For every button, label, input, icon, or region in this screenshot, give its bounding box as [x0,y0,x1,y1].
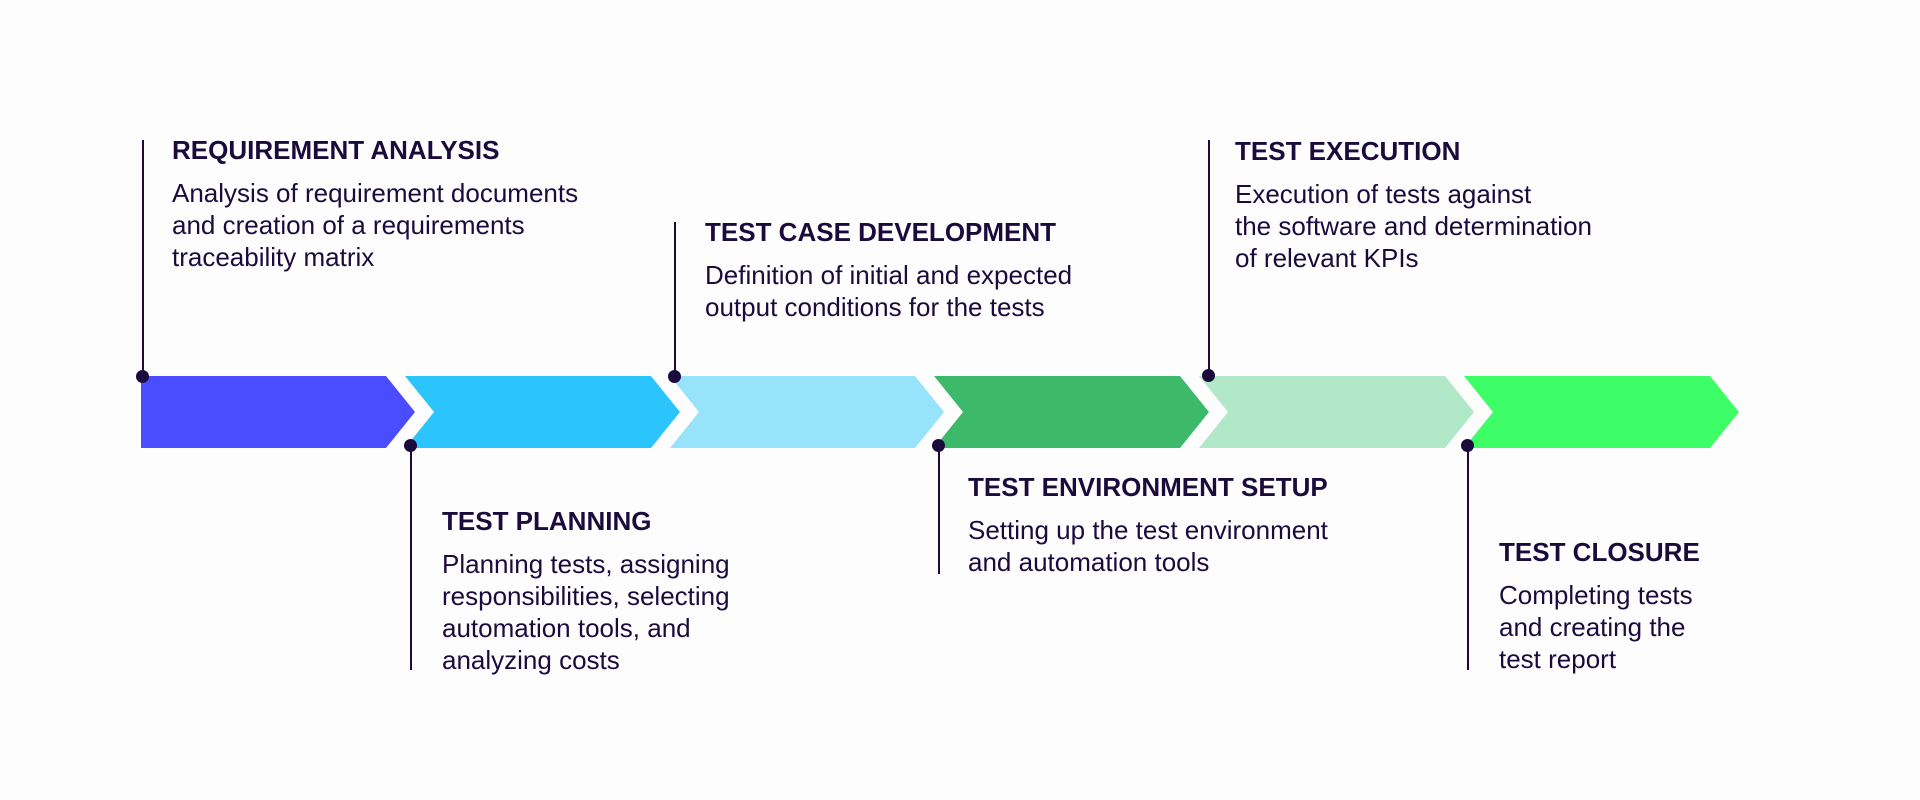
stage-1-desc-line: Analysis of requirement documents [172,178,579,208]
stage-5-text: TEST EXECUTION Execution of tests agains… [1235,135,1592,274]
stage-6-text: TEST CLOSURE Completing tests and creati… [1499,536,1700,675]
stage-3-text: TEST CASE DEVELOPMENT Definition of init… [705,216,1072,323]
stage-3-desc-line: Definition of initial and expected [705,260,1073,290]
stage-2-title: TEST PLANNING [442,506,652,536]
stage-2-text: TEST PLANNING Planning tests, assigning … [442,505,730,676]
stage-6-connector-dot [1461,439,1474,452]
stage-4-description: Setting up the test environment and auto… [968,514,1328,578]
stage-3-description: Definition of initial and expected outpu… [705,259,1072,323]
stage-3-title: TEST CASE DEVELOPMENT [705,217,1057,247]
stage-2-description: Planning tests, assigning responsibiliti… [442,548,730,676]
stage-2-connector-dot [404,439,417,452]
stage-1-desc-line: traceability matrix [172,242,375,272]
stage-1-connector-line [142,140,144,376]
stage-2-desc-line: automation tools, and [442,613,691,643]
chevron-stage-5 [1199,376,1474,448]
stage-4-desc-line: Setting up the test environment [968,515,1328,545]
stage-1-connector-dot [136,370,149,383]
stage-6-desc-line: and creating the [1499,612,1686,642]
stage-4-title: TEST ENVIRONMENT SETUP [968,472,1328,502]
chevron-stage-2 [405,376,680,448]
stage-4-text: TEST ENVIRONMENT SETUP Setting up the te… [968,471,1328,578]
stage-5-description: Execution of tests against the software … [1235,178,1592,274]
stage-6-title: TEST CLOSURE [1499,537,1700,567]
stage-1-text: REQUIREMENT ANALYSIS Analysis of require… [172,134,578,273]
stage-5-connector-line [1208,140,1210,376]
stage-2-desc-line: responsibilities, selecting [442,581,730,611]
stage-3-connector-line [674,222,676,376]
stage-5-connector-dot [1202,369,1215,382]
stage-2-connector-line [410,446,412,670]
stage-5-desc-line: of relevant KPIs [1235,243,1419,273]
stage-1-title: REQUIREMENT ANALYSIS [172,135,500,165]
stage-3-desc-line: output conditions for the tests [705,292,1045,322]
stage-6-connector-line [1467,446,1469,670]
stage-3-connector-dot [668,370,681,383]
chevron-stage-3 [670,376,944,448]
stage-4-desc-line: and automation tools [968,547,1210,577]
chevron-stage-1 [141,376,415,448]
stage-5-desc-line: Execution of tests against [1235,179,1532,209]
stage-6-desc-line: test report [1499,644,1617,674]
stage-6-desc-line: Completing tests [1499,580,1693,610]
stage-2-desc-line: Planning tests, assigning [442,549,730,579]
stage-5-title: TEST EXECUTION [1235,136,1461,166]
stage-1-description: Analysis of requirement documents and cr… [172,177,578,273]
chevron-stage-6 [1464,376,1739,448]
stage-5-desc-line: the software and determination [1235,211,1592,241]
stage-1-desc-line: and creation of a requirements [172,210,525,240]
stage-4-connector-dot [932,439,945,452]
stage-4-connector-line [938,446,940,574]
stage-6-description: Completing tests and creating the test r… [1499,579,1700,675]
stage-2-desc-line: analyzing costs [442,645,620,675]
chevron-stage-4 [934,376,1209,448]
